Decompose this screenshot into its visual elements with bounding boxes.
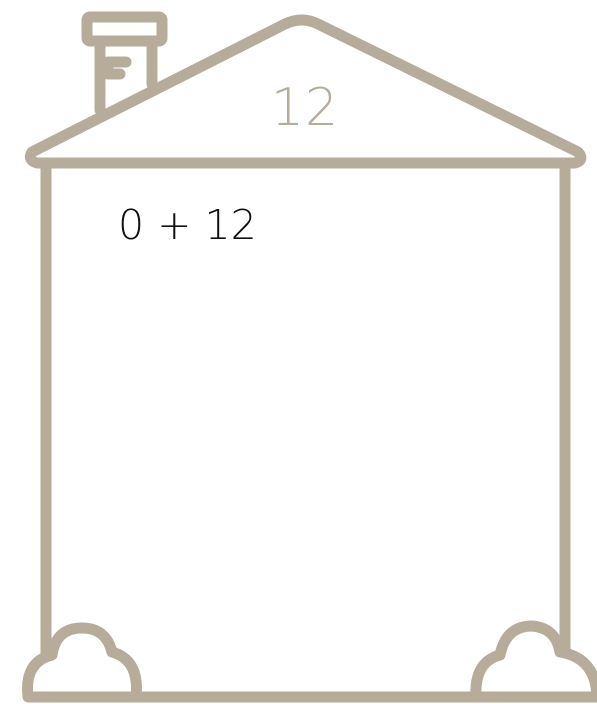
right-bush: [476, 626, 597, 697]
roof-number: 12: [230, 82, 380, 134]
equation-row: 0 + 12: [118, 205, 257, 246]
